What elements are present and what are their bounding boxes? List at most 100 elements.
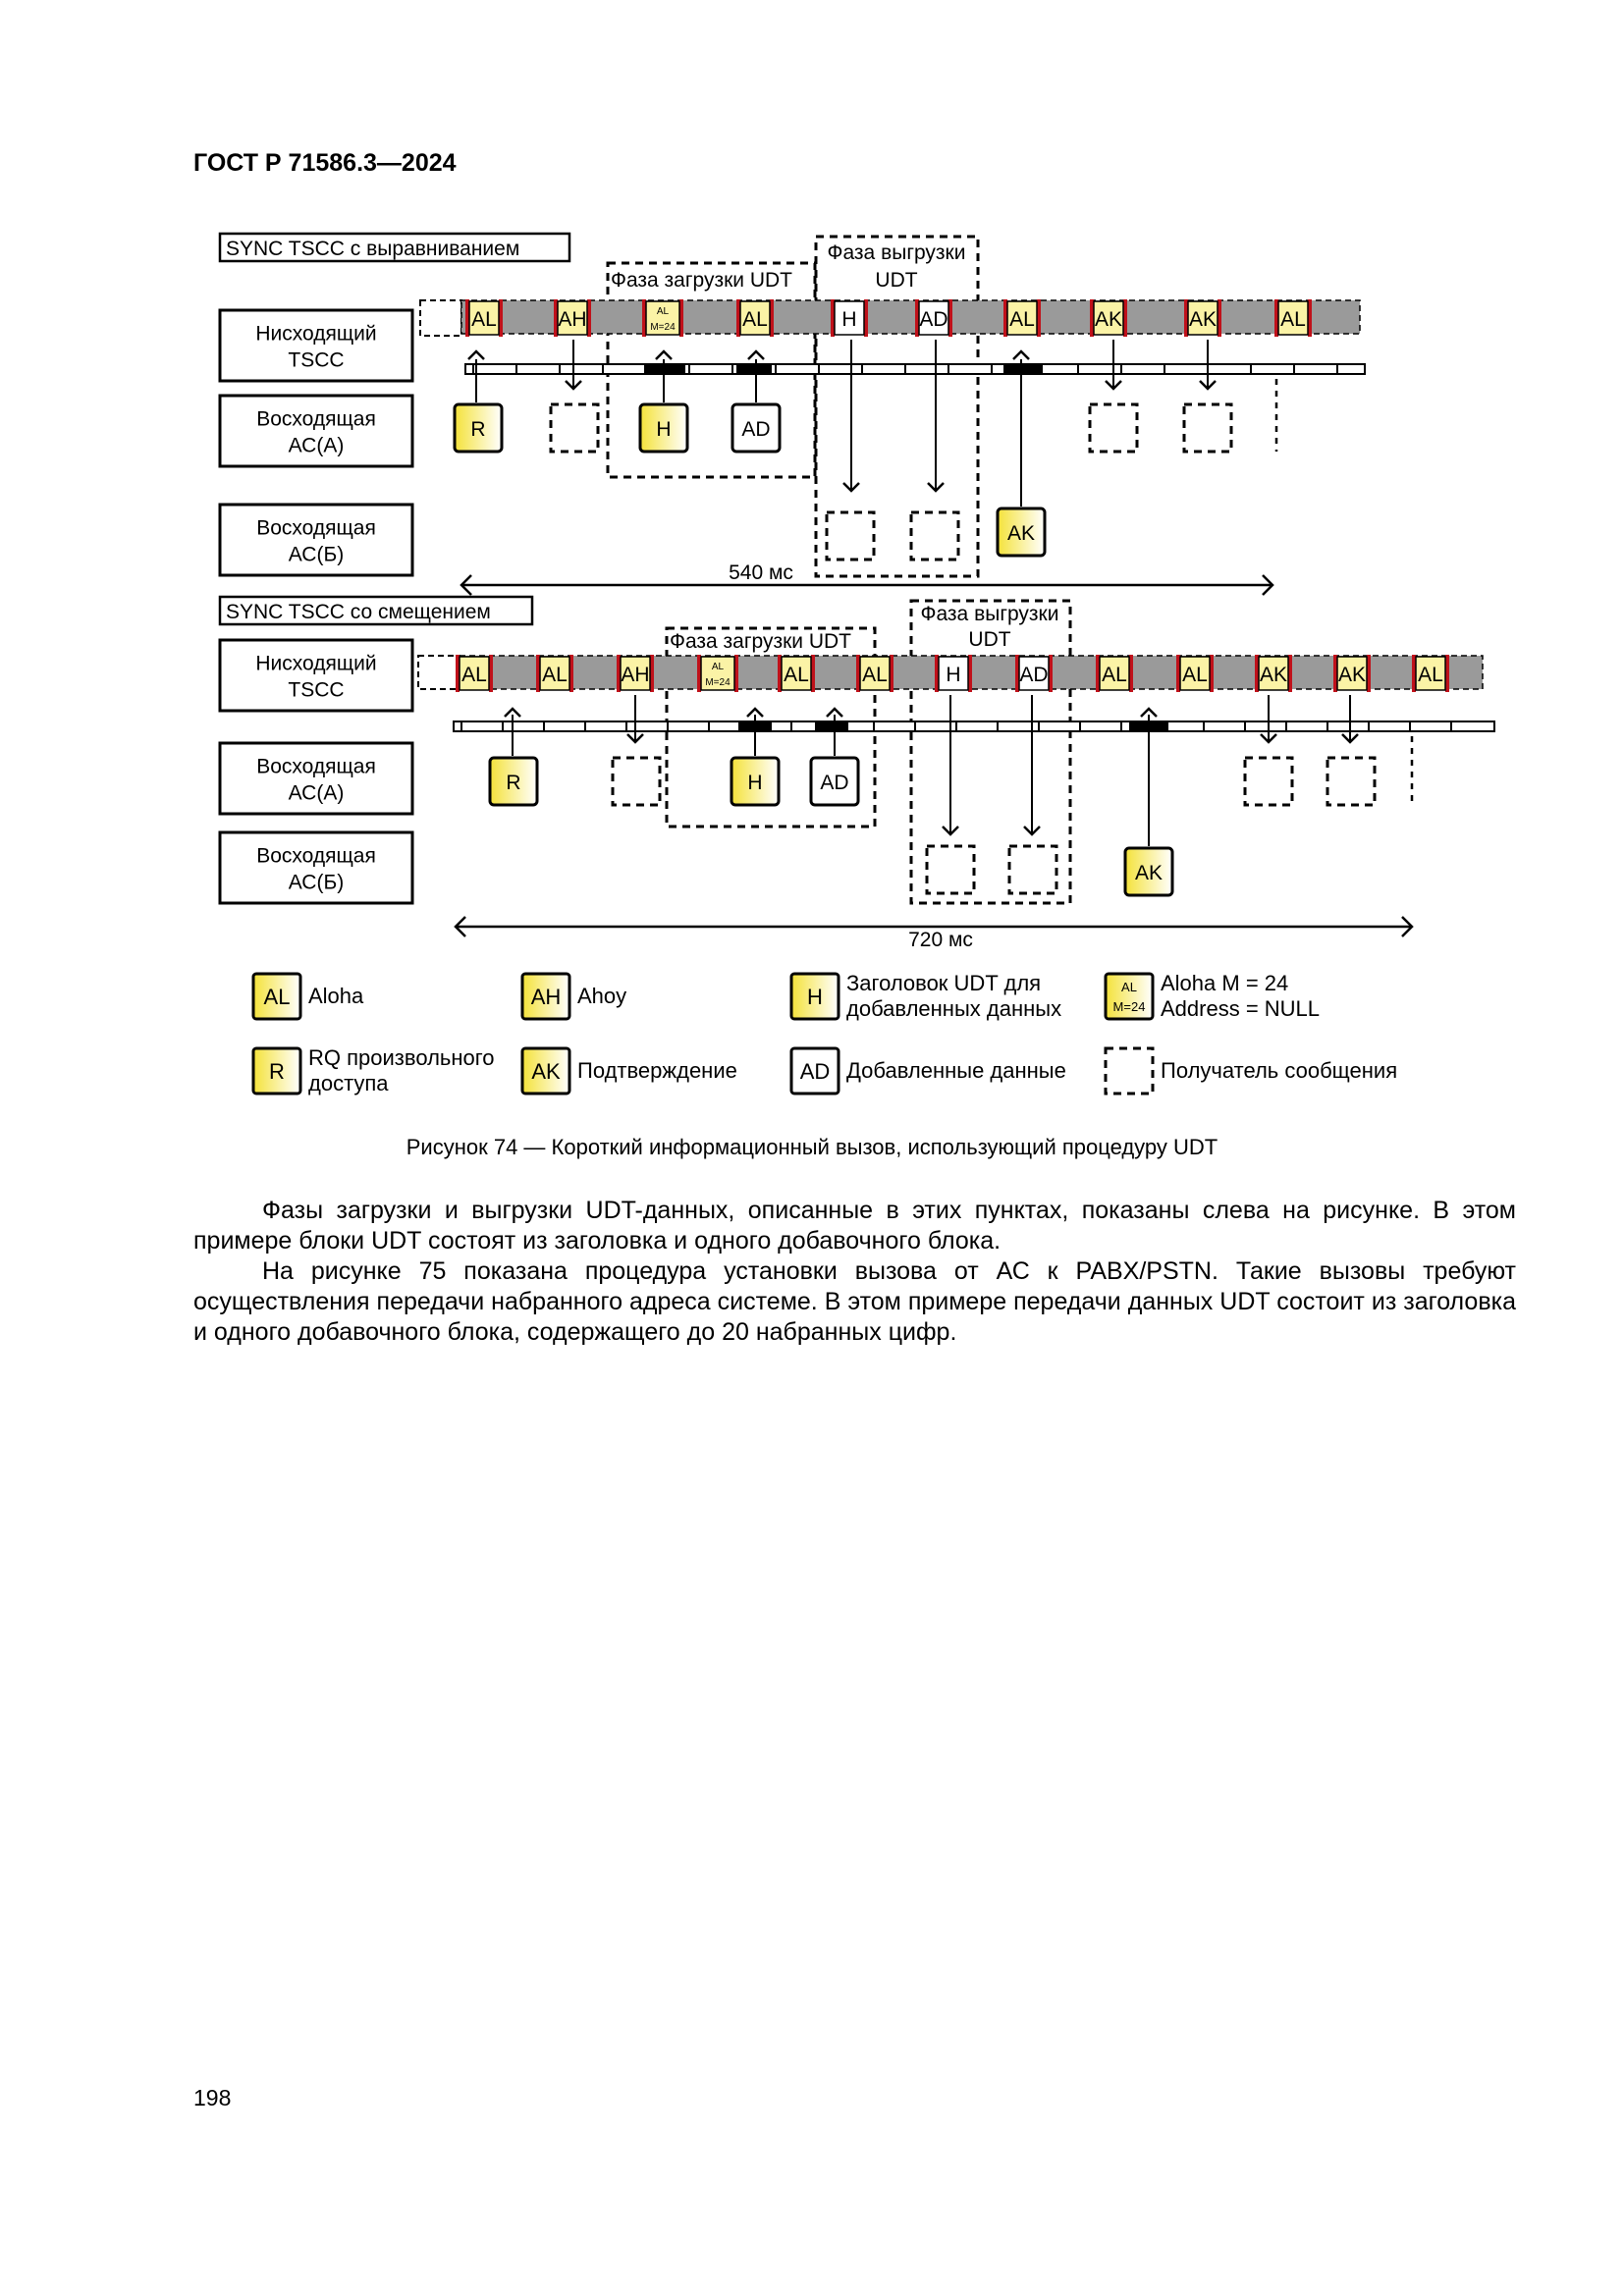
- bottom-slot-2-label: AH: [621, 664, 649, 686]
- bottom-uplink-a-label: [218, 741, 414, 816]
- bottom-arrowhead-ad-down: [1023, 826, 1041, 836]
- top-slot-9-red-left: [1274, 299, 1278, 337]
- top-uplink-b-label-text: АС(Б): [289, 544, 344, 566]
- bottom-unload-phase-box: [909, 599, 1072, 905]
- top-slot-2-label-bottom: M=24: [650, 322, 676, 333]
- top-slot-1-red-left: [554, 299, 558, 337]
- legend-item-3-text-2: Address = NULL: [1161, 996, 1320, 1021]
- legend-item-3-symbol-top: AL: [1121, 980, 1137, 994]
- top-slot-6: [1006, 300, 1038, 336]
- bottom-block-ad: [809, 756, 860, 807]
- legend-item-3-symbol-bottom: M=24: [1113, 999, 1146, 1014]
- top-unload-phase-label-2: UDT: [875, 269, 917, 292]
- bottom-slot-2-red-right: [650, 655, 654, 692]
- legend-item-4-text-2: доступа: [308, 1071, 389, 1095]
- top-arrowhead-r: [467, 349, 485, 360]
- legend-item-2-symbol-label: H: [807, 985, 823, 1009]
- body-text: Фазы загрузки и выгрузки UDT-данных, опи…: [193, 1196, 1516, 1348]
- bottom-slot-10-red-right: [1288, 655, 1292, 692]
- bottom-recipient-h: [925, 844, 976, 895]
- legend-item-1-symbol-label: AH: [531, 985, 562, 1009]
- bottom-slot-3-label-bottom: M=24: [705, 677, 731, 688]
- top-slot-3-red-right: [770, 299, 774, 337]
- legend-item-0-text: Aloha: [308, 984, 364, 1008]
- top-recipient-h: [825, 510, 876, 561]
- legend-item-3-text-1: Aloha M = 24: [1161, 971, 1288, 995]
- top-arrowhead-ad-down: [927, 482, 945, 493]
- top-slot-0-red-right: [499, 299, 503, 337]
- bottom-slot-8-red-left: [1096, 655, 1100, 692]
- bottom-slot-1-red-right: [569, 655, 573, 692]
- top-slot-3: [739, 300, 771, 336]
- bottom-panel-title: SYNC TSCC со смещением: [226, 601, 491, 623]
- page-number: 198: [193, 2085, 232, 2110]
- top-arrowhead-ak1: [1105, 380, 1122, 391]
- bottom-slot-3-red-left: [697, 655, 701, 692]
- top-recipient-ah: [549, 402, 600, 454]
- bottom-arrowhead-ad: [826, 707, 843, 718]
- top-slot-0-label: AL: [471, 308, 497, 331]
- bottom-slot-2-red-left: [617, 655, 621, 692]
- top-block-r-label: R: [470, 418, 485, 441]
- bottom-slot-8-label: AL: [1102, 664, 1127, 686]
- legend-item-2-text-2: добавленных данных: [846, 996, 1061, 1021]
- top-slot-4-label: H: [841, 308, 856, 331]
- bottom-channel-lead: [417, 655, 460, 690]
- legend-item-4-symbol: [251, 1046, 302, 1095]
- bottom-duration-left: [454, 916, 466, 937]
- bottom-slot-1-red-left: [536, 655, 540, 692]
- top-uplink-b-label: [218, 503, 414, 577]
- legend-item-5-symbol-label: AK: [531, 1059, 561, 1084]
- bottom-slot-4: [781, 656, 812, 691]
- bottom-uplink-a-label-text: Восходящая: [256, 756, 376, 778]
- top-channel: [460, 299, 1361, 335]
- top-slot-8-red-left: [1184, 299, 1188, 337]
- bottom-slot-3: [700, 656, 735, 691]
- bottom-panel-title-box: [218, 595, 534, 626]
- top-arrowhead-h-down: [842, 482, 860, 493]
- legend-item-6-symbol: [789, 1046, 840, 1095]
- top-slot-3-red-left: [736, 299, 740, 337]
- bottom-arrowhead-ah: [626, 733, 644, 744]
- bottom-downlink-label-text: TSCC: [288, 679, 344, 702]
- bottom-slot-3-label-top: AL: [712, 662, 725, 672]
- paragraph-2: На рисунке 75 показана процедура установ…: [193, 1257, 1516, 1346]
- bottom-arrowhead-r: [504, 707, 521, 718]
- bottom-slot-0-label: AL: [461, 664, 487, 686]
- top-slot-6-red-left: [1003, 299, 1007, 337]
- top-slot-4-red-right: [864, 299, 868, 337]
- top-block-ak: [996, 507, 1047, 558]
- bottom-slot-8-red-right: [1129, 655, 1133, 692]
- top-arrowhead-ah: [565, 380, 582, 391]
- bottom-slot-1-label: AL: [542, 664, 568, 686]
- top-recipient-ad: [909, 510, 960, 561]
- legend-item-7-symbol: [1104, 1046, 1155, 1095]
- bottom-block-h: [730, 756, 781, 807]
- bottom-slot-4-red-right: [811, 655, 815, 692]
- bottom-uplink-b-label: [218, 830, 414, 905]
- bottom-slot-0-red-right: [489, 655, 493, 692]
- bottom-timeline-active-2: [815, 721, 848, 731]
- bottom-block-r: [488, 756, 539, 807]
- legend-item-7-text: Получатель сообщения: [1161, 1058, 1397, 1083]
- bottom-slot-7-red-left: [1015, 655, 1019, 692]
- top-downlink-label: [218, 308, 414, 383]
- top-duration-label: 540 мс: [729, 561, 793, 584]
- bottom-slot-9-label: AL: [1182, 664, 1208, 686]
- bottom-slot-5-red-left: [856, 655, 860, 692]
- bottom-slot-12-red-left: [1412, 655, 1416, 692]
- bottom-recipient-ak2: [1326, 756, 1377, 807]
- bottom-slot-1: [539, 656, 570, 691]
- top-slot-6-label: AL: [1009, 308, 1035, 331]
- bottom-arrowhead-ak1: [1260, 733, 1277, 744]
- bottom-slot-9-red-left: [1176, 655, 1180, 692]
- top-slot-9-red-right: [1308, 299, 1312, 337]
- bottom-slot-9-red-right: [1210, 655, 1214, 692]
- top-unload-phase-box: [814, 235, 980, 578]
- top-block-r: [453, 402, 504, 454]
- bottom-timeline: [453, 721, 1495, 732]
- bottom-slot-12-label: AL: [1418, 664, 1443, 686]
- bottom-slot-3-red-right: [734, 655, 738, 692]
- bottom-recipient-ah: [611, 756, 662, 807]
- bottom-slot-10: [1258, 656, 1289, 691]
